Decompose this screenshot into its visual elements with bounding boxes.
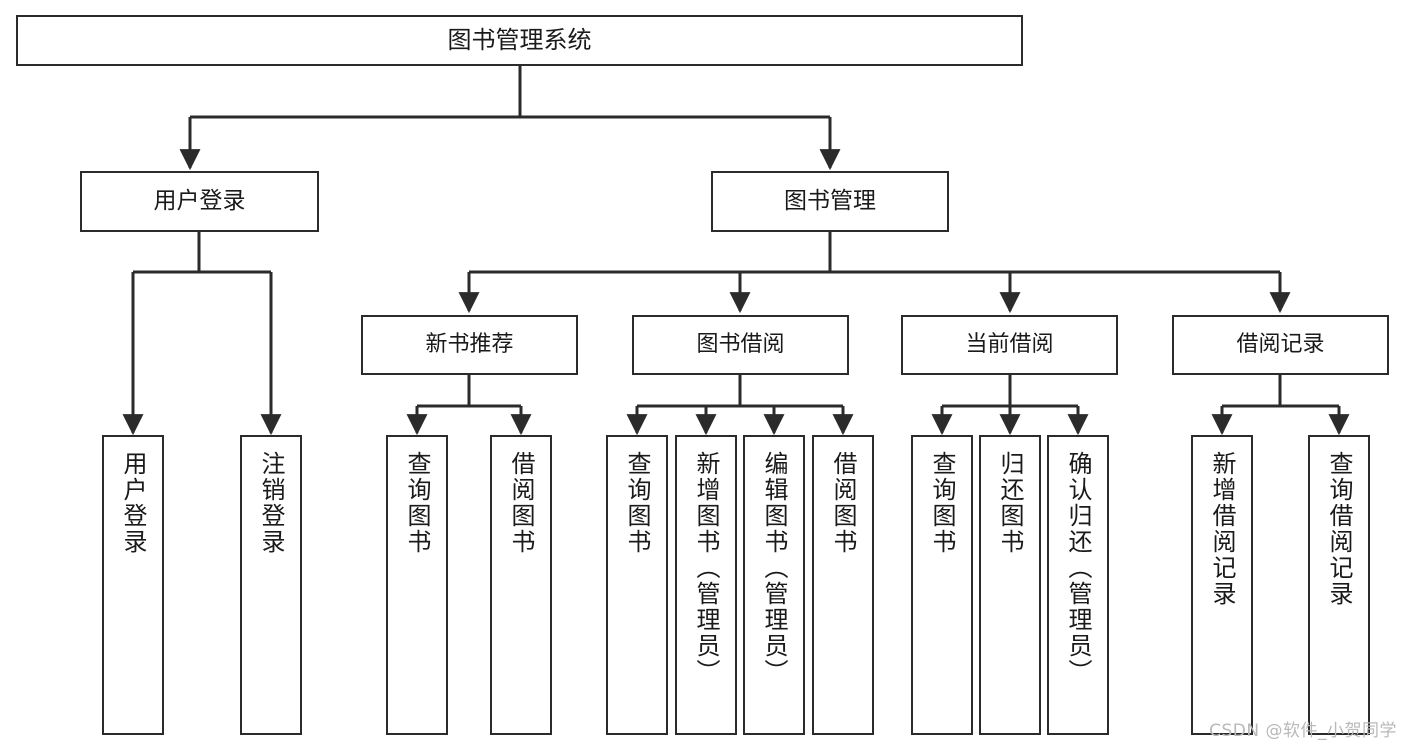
node-label: 注销登录 [257,451,285,555]
node-label: 编辑图书（管理员） [760,451,788,685]
node-label: 借阅图书 [829,451,857,555]
node-book-borrow[interactable]: 图书借阅 [632,315,849,375]
node-label: 图书借阅 [696,332,785,358]
node-label: 图书管理 [784,188,876,215]
node-label: 用户登录 [119,451,147,555]
leaf-query-borrow-record[interactable]: 查询借阅记录 [1308,435,1370,735]
leaf-edit-book-admin[interactable]: 编辑图书（管理员） [743,435,805,735]
node-label: 查询借阅记录 [1325,451,1353,607]
node-root-book-management-system[interactable]: 图书管理系统 [16,15,1023,66]
node-label: 新书推荐 [425,332,514,358]
node-label: 新增借阅记录 [1208,451,1236,607]
leaf-add-book-admin[interactable]: 新增图书（管理员） [675,435,737,735]
node-label: 用户登录 [153,188,246,215]
leaf-query-book-recommend[interactable]: 查询图书 [386,435,448,735]
node-borrow-records[interactable]: 借阅记录 [1172,315,1389,375]
leaf-user-login[interactable]: 用户登录 [102,435,164,735]
leaf-query-book-borrow[interactable]: 查询图书 [606,435,668,735]
leaf-borrow-book[interactable]: 借阅图书 [812,435,874,735]
leaf-borrow-book-recommend[interactable]: 借阅图书 [490,435,552,735]
node-label: 查询图书 [623,451,651,555]
node-user-login[interactable]: 用户登录 [80,171,319,232]
node-label: 当前借阅 [965,332,1054,358]
node-label: 图书管理系统 [447,25,592,54]
node-current-borrow[interactable]: 当前借阅 [901,315,1118,375]
node-label: 查询图书 [928,451,956,555]
leaf-return-book[interactable]: 归还图书 [979,435,1041,735]
node-label: 归还图书 [996,451,1024,555]
leaf-add-borrow-record[interactable]: 新增借阅记录 [1191,435,1253,735]
leaf-logout[interactable]: 注销登录 [240,435,302,735]
csdn-watermark: CSDN @软件_小贺同学 [1209,721,1397,741]
leaf-confirm-return-admin[interactable]: 确认归还（管理员） [1047,435,1109,735]
leaf-query-book-current[interactable]: 查询图书 [911,435,973,735]
node-label: 新增图书（管理员） [692,451,720,685]
node-label: 确认归还（管理员） [1064,451,1092,685]
node-label: 借阅图书 [507,451,535,555]
node-label: 借阅记录 [1236,332,1325,358]
node-book-management[interactable]: 图书管理 [711,171,949,232]
node-label: 查询图书 [403,451,431,555]
node-new-book-recommend[interactable]: 新书推荐 [361,315,578,375]
